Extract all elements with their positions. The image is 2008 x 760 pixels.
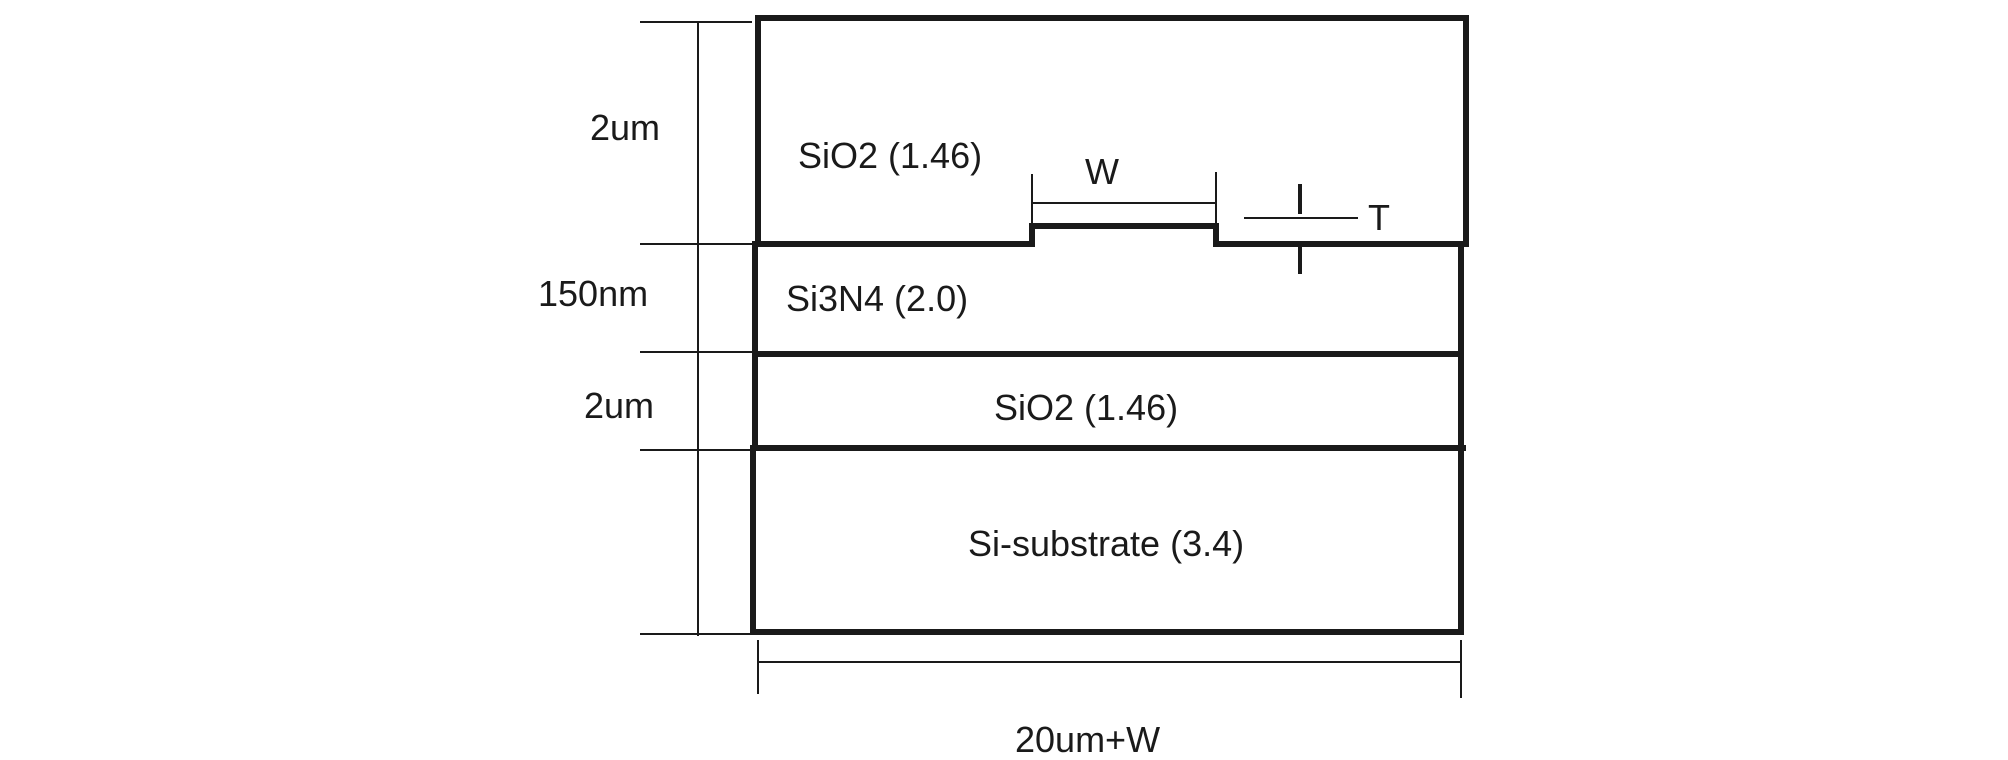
rib-height-label: T (1368, 197, 1390, 238)
rib-width-dimension (1031, 172, 1217, 228)
substrate-label: Si-substrate (3.4) (968, 523, 1244, 564)
total-width-label: 20um+W (1015, 719, 1160, 760)
core-region (752, 223, 1469, 357)
width-dimension (757, 640, 1462, 698)
rib-profile (755, 223, 1469, 247)
left-dimension-ruler (640, 21, 752, 636)
top-cladding-thickness-label: 2um (590, 107, 660, 148)
rib-height-marker (1244, 184, 1358, 274)
core-label: Si3N4 (2.0) (786, 278, 968, 319)
bottom-cladding-region (752, 351, 1466, 451)
core-thickness-label: 150nm (538, 273, 648, 314)
bottom-cladding-thickness-label: 2um (584, 385, 654, 426)
substrate-region (750, 445, 1464, 635)
rib-width-label: W (1085, 151, 1119, 192)
bottom-cladding-label: SiO2 (1.46) (994, 387, 1178, 428)
top-cladding-region (755, 15, 1469, 247)
top-cladding-label: SiO2 (1.46) (798, 135, 982, 176)
